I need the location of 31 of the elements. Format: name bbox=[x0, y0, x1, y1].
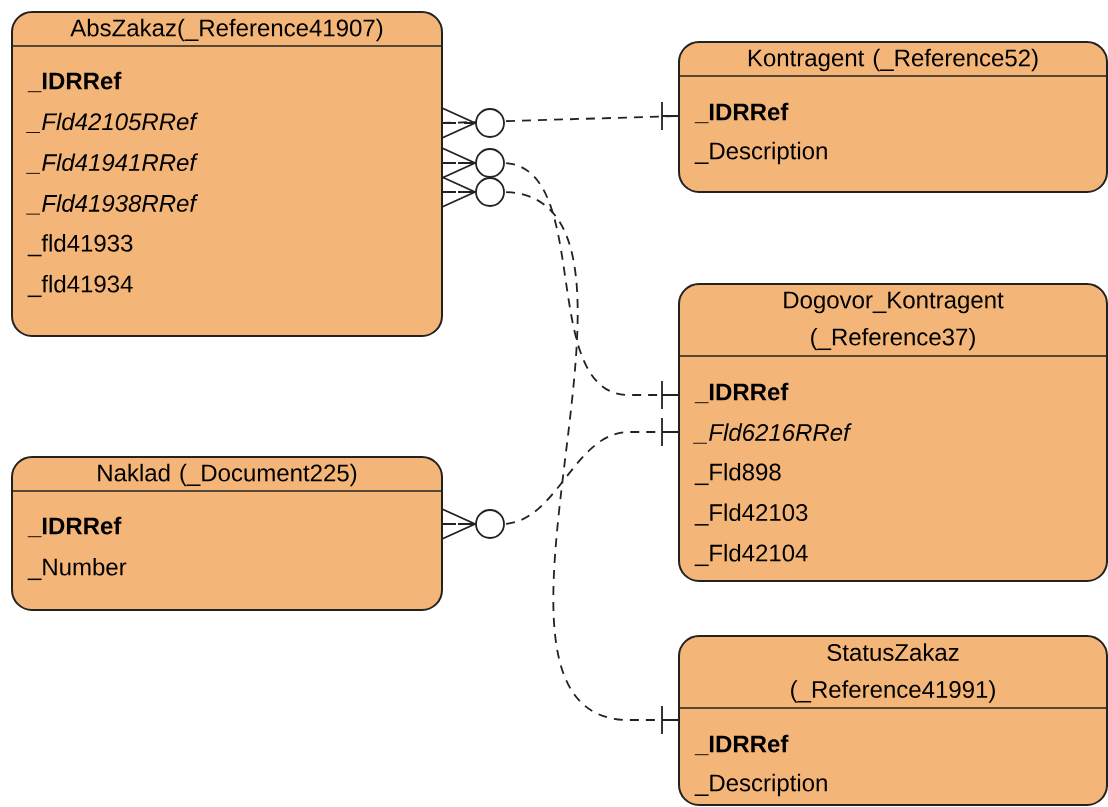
table-title: AbsZakaz(_Reference41907) bbox=[70, 18, 383, 42]
relationship-line bbox=[441, 176, 680, 735]
table-title: StatusZakaz (_Reference41991) bbox=[791, 643, 995, 703]
field-name: _IDRRef bbox=[694, 102, 789, 124]
field-name: _IDRRef bbox=[27, 516, 122, 538]
field-name: _IDRRef bbox=[694, 734, 789, 756]
field-name: _Fld41938RRef bbox=[26, 194, 199, 215]
relationship-line bbox=[441, 147, 680, 410]
field-name: _Fld42104 bbox=[694, 543, 808, 567]
field-name: _Description bbox=[694, 141, 827, 165]
entity-table bbox=[678, 283, 1108, 582]
field-name: _Fld41941RRef bbox=[26, 153, 199, 174]
table-title: Dogovor_Kontragent (_Reference37) bbox=[784, 291, 1004, 351]
table-title: Naklad (_Document225) bbox=[98, 463, 357, 487]
field-name: _fld41933 bbox=[27, 234, 133, 257]
entity-table bbox=[11, 11, 443, 337]
field-name: _Fld6216RRef bbox=[693, 423, 852, 444]
table-title: Kontragent (_Reference52) bbox=[748, 48, 1038, 72]
entity-table bbox=[11, 456, 443, 611]
field-name: _Number bbox=[27, 557, 127, 581]
field-name: _Fld898 bbox=[694, 462, 781, 486]
relationship-line bbox=[441, 417, 680, 540]
entity-table bbox=[678, 41, 1108, 193]
field-name: _Fld42103 bbox=[694, 503, 808, 526]
field-name: _IDRRef bbox=[27, 71, 122, 93]
entity-table bbox=[678, 635, 1108, 806]
field-name: _Description bbox=[694, 773, 827, 797]
relationship-line bbox=[441, 101, 680, 139]
field-name: _IDRRef bbox=[694, 382, 789, 404]
field-name: _fld41934 bbox=[27, 274, 133, 298]
field-name: _Fld42105RRef bbox=[26, 112, 199, 133]
